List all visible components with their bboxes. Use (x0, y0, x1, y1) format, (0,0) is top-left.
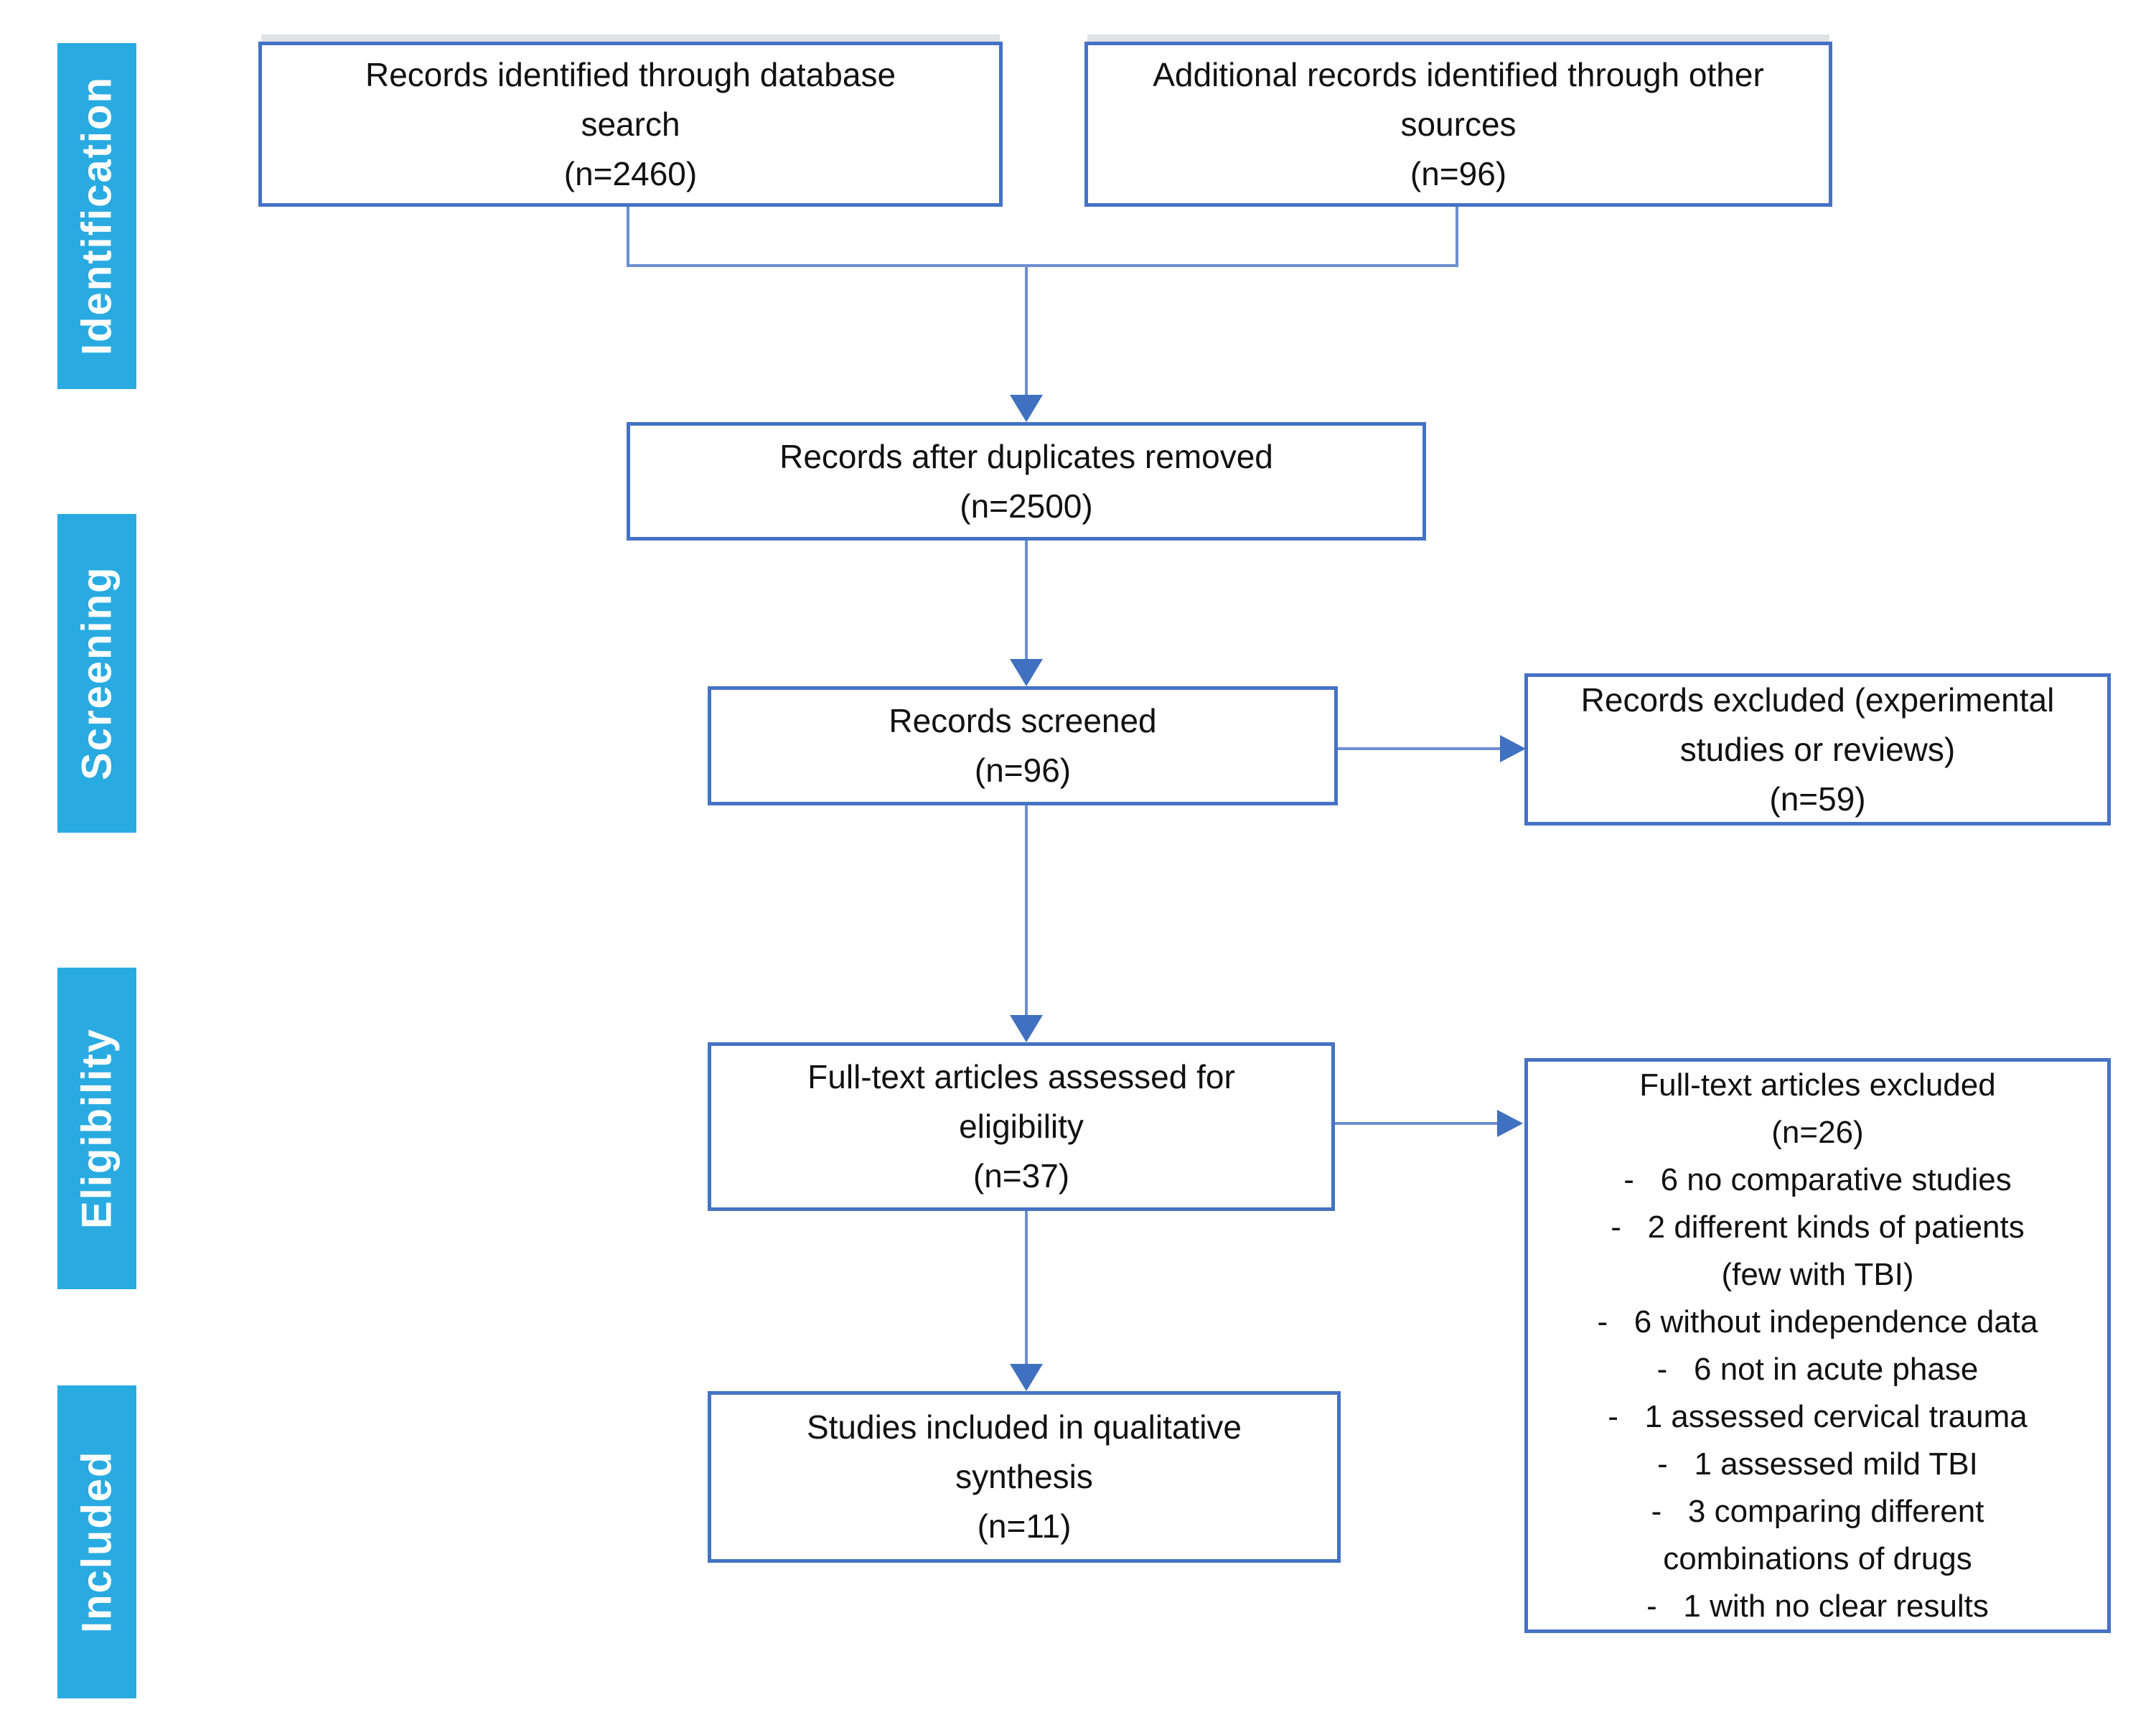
connector-fulltext-included (1025, 1211, 1028, 1364)
node-text-line: - 6 no comparative studies (1623, 1161, 2012, 1197)
arrowhead-to-fulltext-excluded (1497, 1110, 1523, 1137)
node-text-line: - 3 comparing different (1651, 1493, 1984, 1529)
connector-merge-drop (1025, 264, 1028, 395)
stage-label-screening: Screening (57, 514, 136, 833)
node-text-line: - 1 assessed mild TBI (1657, 1446, 1978, 1482)
node-text-line: - 2 different kinds of patients (1611, 1209, 2025, 1245)
node-text-line: (n=11) (977, 1507, 1072, 1545)
node-text-line: (n=2500) (960, 487, 1093, 525)
node-text-line: Full-text articles excluded (1639, 1067, 1996, 1103)
node-records-identified: Records identified through database searc… (258, 42, 1003, 207)
node-text-line: synthesis (955, 1458, 1093, 1495)
node-included-synthesis: Studies included in qualitative synthesis… (708, 1391, 1341, 1563)
node-text-line: search (581, 105, 680, 143)
node-text-line: - 6 without independence data (1597, 1304, 2038, 1339)
node-text-line: (n=96) (1410, 154, 1507, 192)
connector-dbsearch-down (627, 207, 629, 264)
node-text-line: Records identified through database (365, 55, 896, 93)
arrowhead-to-included (1010, 1364, 1043, 1391)
node-text-line: (n=37) (972, 1157, 1070, 1194)
node-text-line: (n=96) (974, 752, 1072, 789)
arrowhead-to-fulltext (1010, 1015, 1043, 1042)
connector-screened-excluded (1338, 747, 1500, 750)
node-text-line: studies or reviews) (1679, 730, 1956, 768)
node-text-line: Records screened (889, 702, 1157, 739)
connector-sources-down (1456, 207, 1458, 264)
node-text-line: Studies included in qualitative (806, 1408, 1242, 1446)
stage-label-eligibility: Eligibility (57, 968, 136, 1289)
node-records-screened: Records screened (n=96) (708, 686, 1338, 805)
node-text-line: (n=26) (1771, 1114, 1864, 1150)
node-records-excluded: Records excluded (experimental studies or… (1524, 673, 2111, 826)
node-text-line: combinations of drugs (1663, 1540, 1972, 1576)
node-text-line: - 6 not in acute phase (1656, 1351, 1979, 1387)
node-text-line: - 1 assessed cervical trauma (1608, 1398, 2028, 1434)
node-text-line: (few with TBI) (1721, 1256, 1914, 1292)
arrowhead-to-duplicates (1010, 395, 1043, 422)
node-text-line: - 1 with no clear results (1646, 1588, 1989, 1624)
connector-merge-horizontal (627, 264, 1458, 267)
node-fulltext-excluded: Full-text articles excluded (n=26) - 6 no … (1524, 1058, 2111, 1633)
node-text-line: Full-text articles assessed for (807, 1058, 1235, 1095)
stage-label-included: Included (57, 1385, 136, 1698)
node-text-line: Records excluded (experimental (1580, 681, 2055, 719)
node-duplicates-removed: Records after duplicates removed (n=2500) (627, 422, 1426, 541)
connector-duplicates-screened (1025, 541, 1028, 659)
node-fulltext-assessed: Full-text articles assessed for eligibili… (708, 1042, 1335, 1211)
node-text-line: sources (1400, 105, 1517, 143)
node-text-line: Records after duplicates removed (779, 437, 1273, 475)
node-text-line: eligibility (959, 1108, 1084, 1145)
connector-fulltext-excluded (1335, 1122, 1497, 1125)
connector-screened-fulltext (1025, 805, 1028, 1015)
node-text-line: (n=2460) (563, 154, 698, 192)
node-text-line: (n=59) (1769, 780, 1866, 818)
node-text-line: Additional records identified through ot… (1153, 55, 1764, 93)
arrowhead-to-screened (1010, 659, 1043, 686)
node-additional-records: Additional records identified through ot… (1084, 42, 1832, 207)
arrowhead-to-excluded (1500, 735, 1526, 762)
stage-label-identification: Identification (57, 43, 136, 389)
